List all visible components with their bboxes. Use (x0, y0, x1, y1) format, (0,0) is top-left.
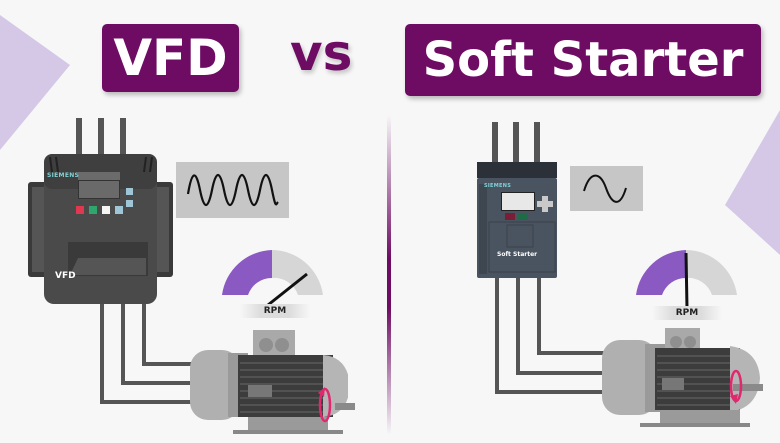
vfd-brand: SIEMENS (47, 172, 80, 179)
vfd-title: VFD (102, 24, 239, 92)
vfd-button-side-2 (126, 200, 133, 207)
soft-starter-motor (602, 328, 760, 427)
soft-starter-button-green (518, 213, 528, 220)
vfd-rotation-arrow-icon (318, 387, 332, 423)
soft-starter-rpm-label: RPM (652, 306, 722, 320)
vfd-waveform-box (176, 162, 289, 218)
decor-triangle-right (725, 110, 780, 255)
single-sine-wave-icon (583, 174, 627, 203)
vfd-display (78, 180, 120, 199)
soft-starter-device (477, 162, 557, 278)
vfd-motor (190, 330, 348, 434)
rpm-needle (684, 252, 689, 309)
soft-starter-button-red (505, 213, 515, 220)
decor-triangle-left (0, 15, 70, 150)
rpm-needle (267, 272, 308, 307)
vfd-button-white (102, 206, 110, 214)
soft-starter-rpm-gauge (636, 250, 737, 309)
vfd-title-text: VFD (113, 29, 228, 87)
vfd-rpm-gauge (222, 250, 323, 307)
soft-starter-brand: SIEMENS (484, 183, 512, 189)
soft-starter-title: Soft Starter (405, 24, 761, 96)
vfd-output-wires (100, 300, 210, 404)
soft-starter-title-text: Soft Starter (422, 32, 744, 88)
soft-starter-motor-shaft (733, 384, 763, 391)
vfd-button-blue (115, 206, 123, 214)
vs-label: vs (290, 24, 353, 82)
center-divider (387, 115, 391, 435)
vfd-device-label: VFD (55, 271, 76, 281)
vfd-button-side-1 (126, 188, 133, 195)
vfd-device (28, 154, 173, 304)
soft-starter-dpad-icon[interactable] (537, 196, 553, 212)
vfd-motor-shaft (335, 403, 355, 410)
soft-starter-device-label: Soft Starter (497, 251, 538, 258)
soft-starter-waveform-box (570, 166, 643, 211)
soft-starter-display (501, 192, 535, 211)
vfd-button-red (76, 206, 84, 214)
vfd-rpm-label: RPM (240, 304, 310, 318)
soft-starter-input-wires (492, 122, 540, 167)
vfd-button-green (89, 206, 97, 214)
vfd-input-wires (76, 118, 126, 158)
soft-starter-rotation-arrow-icon (729, 369, 743, 404)
soft-starter-output-wires (495, 275, 620, 394)
high-frequency-sine-wave-icon (186, 173, 279, 207)
